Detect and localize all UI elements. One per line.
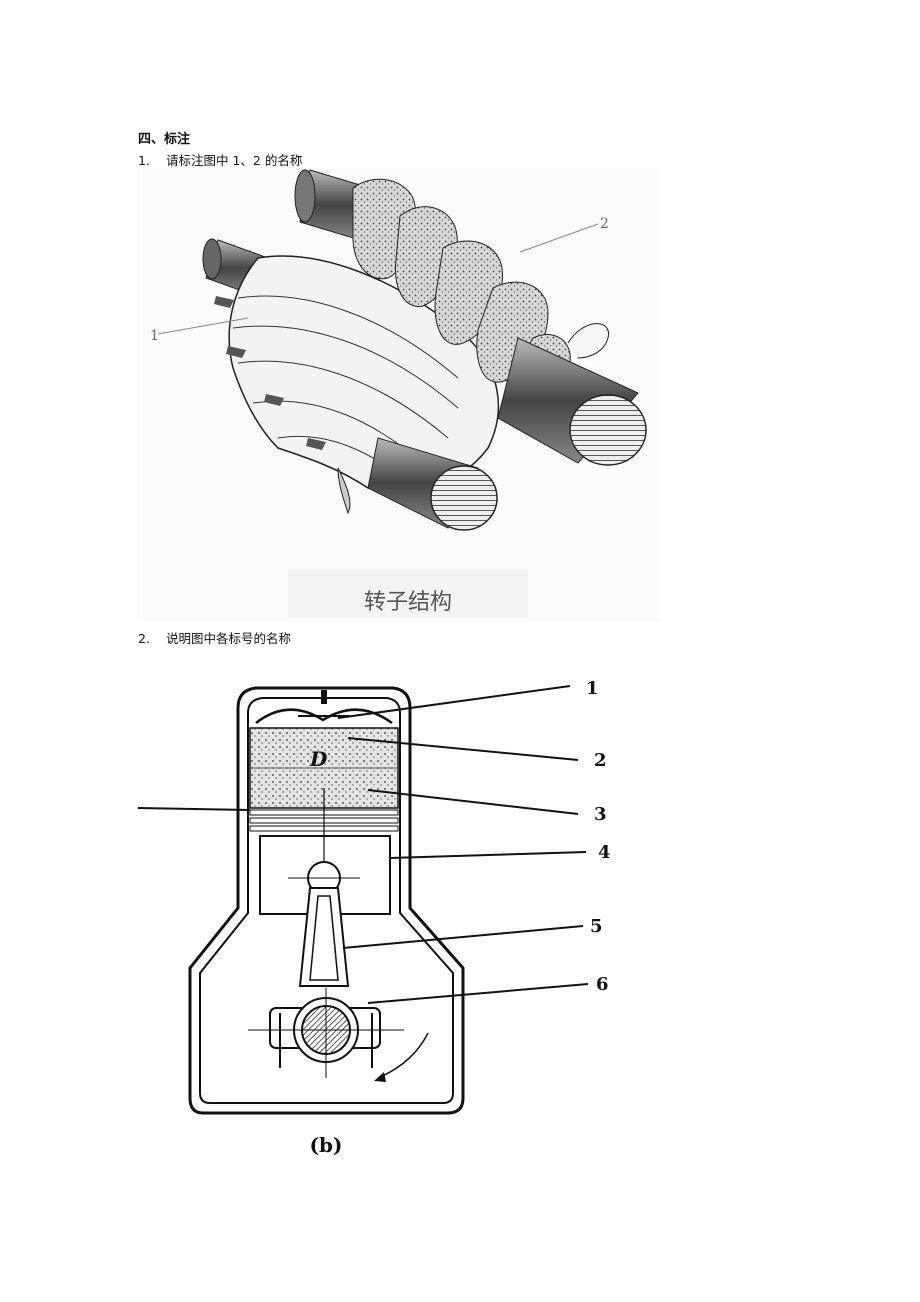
male-rotor xyxy=(352,178,609,405)
figure-caption: 转子结构 xyxy=(364,590,452,615)
male-rotor-bottom-shaft xyxy=(497,337,647,466)
leader-line-3 xyxy=(367,789,579,815)
rotor-diagram: 1 2 转子结构 xyxy=(138,168,660,622)
leader-line-2 xyxy=(347,737,579,761)
leader-line-6 xyxy=(367,983,589,1004)
question-1-text: 请标注图中 1、2 的名称 xyxy=(166,153,303,168)
figure-caption: (b) xyxy=(310,1133,343,1157)
label-2: 2 xyxy=(600,216,609,232)
question-2-number: 2. xyxy=(138,631,150,646)
question-2: 2. 说明图中各标号的名称 xyxy=(138,628,291,647)
rotor-structure-figure: 1 2 转子结构 xyxy=(138,168,660,622)
leader-line-5 xyxy=(342,925,584,949)
cylinder-head xyxy=(255,690,393,725)
question-1-number: 1. xyxy=(138,153,150,168)
label-3: 3 xyxy=(594,804,607,825)
question-1: 1. 请标注图中 1、2 的名称 xyxy=(138,150,302,169)
cylinder-casing-inner xyxy=(199,697,454,1104)
label-6: 6 xyxy=(596,974,609,995)
crank-big-end xyxy=(248,988,404,1078)
leader-line-2 xyxy=(519,223,599,253)
engine-diagram: D xyxy=(138,678,611,1157)
engine-cylinder-figure: D xyxy=(138,668,638,1168)
section-title: 四、标注 xyxy=(138,132,191,147)
cylinder-casing-outer xyxy=(188,686,465,1115)
caption-box xyxy=(288,570,528,618)
label-2: 2 xyxy=(594,750,607,771)
label-5: 5 xyxy=(590,916,603,937)
left-pointer-line xyxy=(138,807,251,811)
leader-line-1 xyxy=(157,317,249,335)
female-rotor-bottom-shaft xyxy=(367,437,498,531)
leader-line-4 xyxy=(389,851,587,859)
label-1: 1 xyxy=(586,678,599,699)
bore-label-d: D xyxy=(309,747,328,771)
question-2-text: 说明图中各标号的名称 xyxy=(166,631,292,646)
label-1: 1 xyxy=(150,328,159,344)
label-4: 4 xyxy=(598,842,611,863)
rotation-arrow xyxy=(377,1032,429,1079)
leader-line-1 xyxy=(337,685,571,719)
